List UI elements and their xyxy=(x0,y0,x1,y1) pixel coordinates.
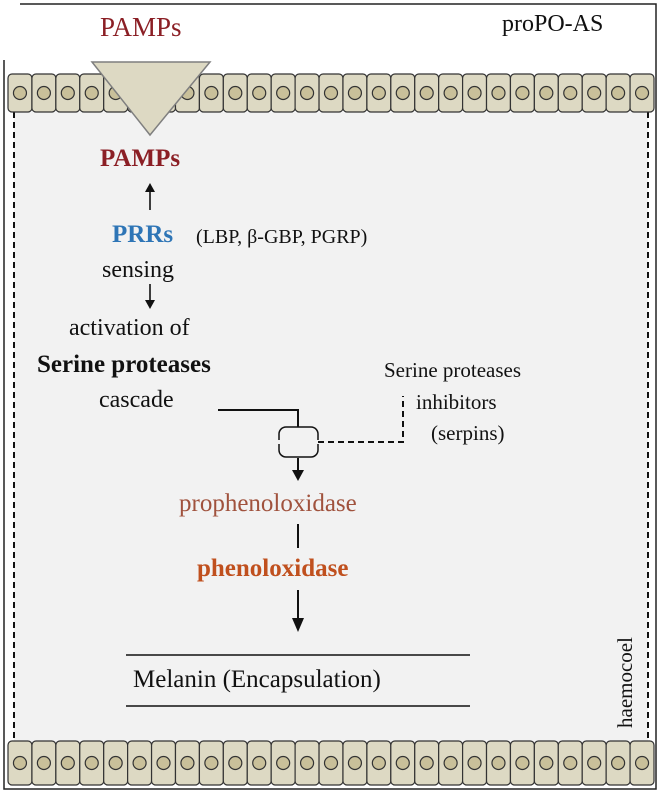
cell-nucleus xyxy=(395,85,410,101)
cell-nucleus xyxy=(539,85,554,101)
activation-of-label: activation of xyxy=(69,315,190,341)
cell-nucleus xyxy=(60,755,75,771)
cell-nucleus xyxy=(12,755,28,771)
cell-nucleus xyxy=(108,755,123,771)
cell-nucleus xyxy=(539,755,554,771)
cell-nucleus xyxy=(323,755,339,771)
prr-to-pamps-arrowhead xyxy=(145,183,155,192)
cell-nucleus xyxy=(252,85,267,101)
cell-nucleus xyxy=(491,755,506,771)
cell-nucleus xyxy=(180,755,195,771)
top-pamps-label: PAMPs xyxy=(100,12,182,42)
cell-nucleus xyxy=(395,755,410,771)
prophenoloxidase-label: prophenoloxidase xyxy=(179,490,357,517)
cell-nucleus xyxy=(467,85,482,101)
cell-nucleus xyxy=(323,85,339,101)
cell-nucleus xyxy=(299,85,315,101)
inhibitor-line-1: Serine proteases xyxy=(384,358,522,382)
inhibitor-line-2: inhibitors xyxy=(416,390,497,414)
po-to-melanin-arrowhead xyxy=(292,618,304,632)
sensing-label: sensing xyxy=(102,257,174,283)
cell-nucleus xyxy=(515,755,530,771)
cascade-connector xyxy=(218,409,299,428)
bottom-cell-layer xyxy=(7,740,655,786)
cell-nucleus xyxy=(634,755,650,771)
cell-nucleus xyxy=(36,755,51,771)
melanin-label: Melanin (Encapsulation) xyxy=(133,666,381,693)
cell-nucleus xyxy=(611,85,626,101)
haemocoel-label: haemocoel xyxy=(613,637,637,728)
cell-nucleus xyxy=(587,755,602,771)
cell-nucleus xyxy=(443,755,458,771)
phenoloxidase-label: phenoloxidase xyxy=(197,555,349,582)
cell-nucleus xyxy=(587,85,602,101)
pamps-entry-arrow xyxy=(90,61,212,137)
cell-nucleus xyxy=(443,85,458,101)
gate-to-propo-arrowhead xyxy=(292,470,304,481)
cell-nucleus xyxy=(419,755,434,771)
frame-mask xyxy=(0,0,20,60)
cell-nucleus xyxy=(299,755,315,771)
cell-nucleus xyxy=(276,755,291,771)
cell-nucleus xyxy=(634,85,650,101)
cell-nucleus xyxy=(60,85,75,101)
cell-nucleus xyxy=(84,755,99,771)
cell-nucleus xyxy=(347,755,363,771)
cell-nucleus xyxy=(467,755,482,771)
serine-proteases-label: Serine proteases xyxy=(37,351,211,378)
cell-nucleus xyxy=(36,85,51,101)
cell-nucleus xyxy=(419,85,434,101)
inner-pamps-label: PAMPs xyxy=(100,145,181,172)
cell-nucleus xyxy=(204,85,219,101)
cell-nucleus xyxy=(563,85,578,101)
cell-nucleus xyxy=(228,755,243,771)
cell-nucleus xyxy=(252,755,267,771)
cell-nucleus xyxy=(347,85,363,101)
inhibitor-line-3: (serpins) xyxy=(431,421,505,445)
cell-nucleus xyxy=(228,85,243,101)
cell-nucleus xyxy=(84,85,99,101)
cell-nucleus xyxy=(12,85,28,101)
cascade-label: cascade xyxy=(99,387,174,413)
cell-nucleus xyxy=(132,755,147,771)
cell-nucleus xyxy=(611,755,626,771)
serpin-inhibition-line xyxy=(318,396,404,443)
cell-nucleus xyxy=(563,755,578,771)
cell-nucleus xyxy=(204,755,219,771)
outer-frame xyxy=(3,3,657,790)
cell-nucleus xyxy=(371,755,386,771)
prrs-examples-label: (LBP, β-GBP, PGRP) xyxy=(196,226,368,248)
cell-nucleus xyxy=(371,85,386,101)
sensing-to-activation-arrowhead xyxy=(145,300,155,309)
system-label: proPO-AS xyxy=(502,11,604,37)
haemocoel-chamber xyxy=(14,112,648,744)
cell-nucleus xyxy=(491,85,506,101)
cell-nucleus xyxy=(276,85,291,101)
cell-nucleus xyxy=(156,755,171,771)
prrs-label: PRRs xyxy=(112,221,174,248)
top-cell-layer xyxy=(7,73,655,113)
cell-nucleus xyxy=(515,85,530,101)
